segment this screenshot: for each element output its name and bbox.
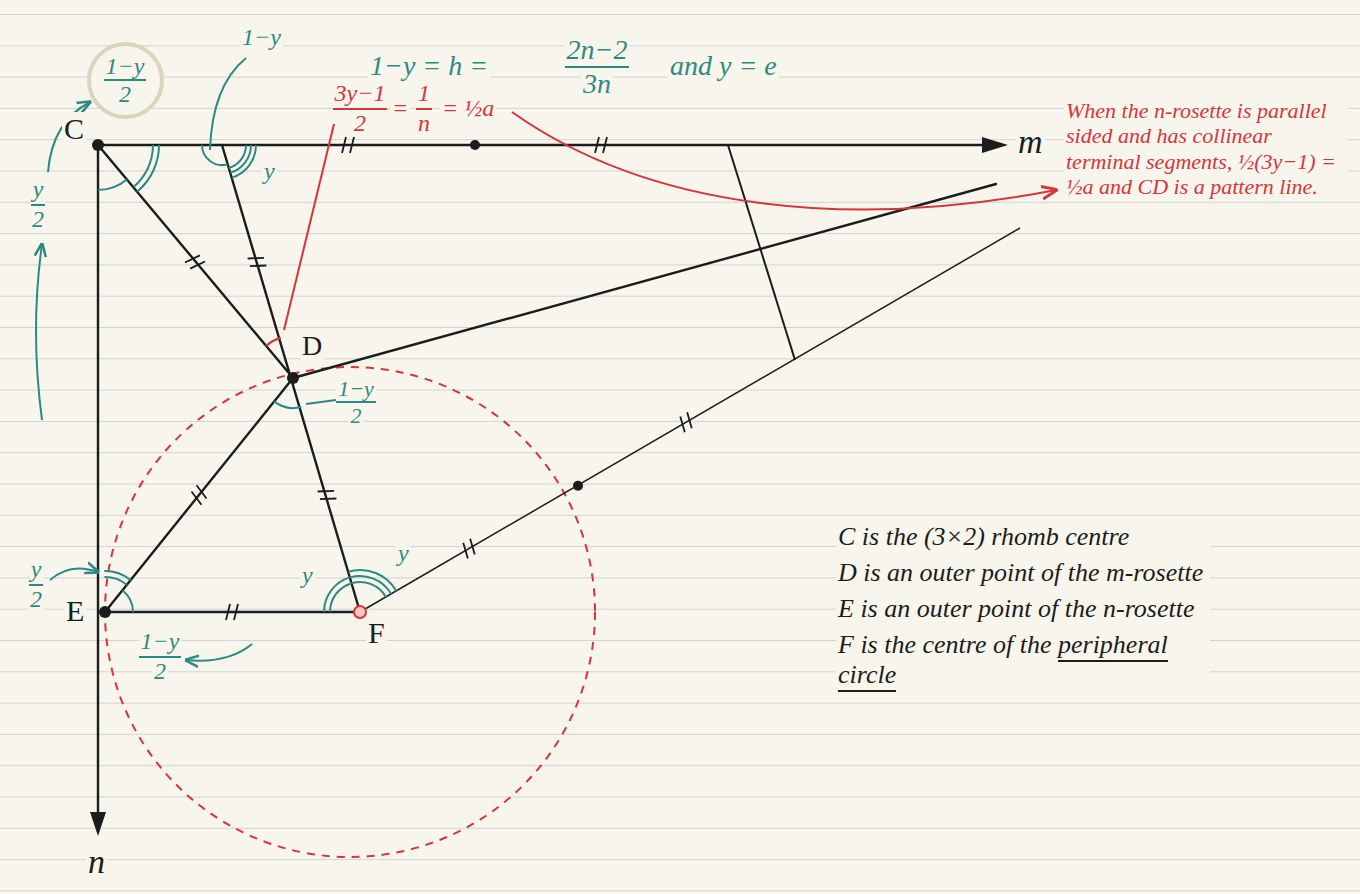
fraction-numerator: 1−y — [139, 628, 182, 658]
segment-cd — [98, 145, 293, 378]
angle-label: y — [396, 540, 411, 568]
fraction-numerator: 2n−2 — [565, 34, 630, 68]
tick-mark — [677, 412, 695, 432]
fraction-numerator: 3y−1 — [333, 80, 388, 110]
fraction-numerator: 1 — [416, 80, 432, 110]
angle-arc — [137, 145, 159, 192]
fraction-numerator: 1−y — [104, 53, 147, 81]
leader-arrow — [48, 102, 90, 172]
tick-mark — [318, 487, 337, 503]
axis-arrowhead — [90, 812, 106, 836]
angle-arc — [324, 577, 350, 612]
tick-mark — [595, 137, 607, 153]
angle-arc — [98, 180, 127, 191]
peripheral-circle — [105, 367, 595, 857]
leader-arrow — [512, 112, 1056, 209]
angle-arc — [104, 577, 127, 585]
midpoint-dot — [470, 140, 480, 150]
m-axis — [98, 144, 996, 146]
angle-arc — [123, 590, 134, 612]
axis-arrowhead — [982, 137, 1008, 153]
perpendicular-line — [728, 145, 795, 360]
note-text: C is the (3×2) rhomb centre — [836, 522, 1210, 552]
note-text: When the n-rosette is parallel sided and… — [1064, 98, 1348, 199]
leader-arrow — [36, 244, 42, 420]
point-dot — [92, 139, 104, 151]
note-text: D is an outer point of the m-rosette — [836, 558, 1210, 588]
fraction-numerator: y — [31, 176, 46, 206]
angle-arc — [352, 582, 386, 597]
fraction-denominator: n — [416, 110, 432, 138]
segment-ef — [105, 611, 360, 613]
equation-text: = — [390, 95, 410, 123]
angle-label: y — [300, 562, 315, 590]
tick-mark — [248, 254, 267, 270]
underline — [1058, 660, 1168, 662]
equation-text: = ½a — [440, 95, 496, 123]
axis-label: n — [86, 842, 107, 881]
axis-label: m — [1016, 122, 1045, 161]
circled-fraction: 1−y2 — [87, 42, 164, 119]
angle-arc — [202, 145, 228, 165]
point-dot — [354, 606, 366, 618]
point-dot — [287, 372, 299, 384]
leader-line — [284, 124, 334, 330]
fraction-denominator: 2 — [349, 403, 364, 428]
tick-mark — [185, 252, 205, 271]
tick-mark — [226, 604, 238, 620]
fraction-denominator: 3n — [581, 68, 613, 100]
n-axis — [97, 145, 99, 822]
fraction-denominator: 2 — [352, 110, 368, 138]
midpoint-dot — [573, 481, 583, 491]
point-label: C — [62, 112, 86, 147]
angle-label: 1−y — [240, 24, 283, 52]
note-text: E is an outer point of the n-rosette — [836, 594, 1210, 624]
equation-text: and y = e — [668, 50, 779, 82]
leader-line — [210, 58, 246, 150]
tick-mark — [460, 539, 478, 559]
tick-mark — [342, 137, 354, 153]
leader-line — [306, 400, 336, 404]
angle-arc — [104, 571, 130, 580]
point-dot — [99, 606, 111, 618]
fraction-denominator: 2 — [28, 586, 44, 614]
fraction-numerator: 1−y — [336, 376, 376, 403]
tick-mark — [189, 485, 209, 504]
ray-from-f — [360, 228, 1020, 612]
ray-from-d — [293, 184, 996, 378]
segment-de — [105, 378, 293, 612]
fraction-numerator: y — [29, 556, 44, 586]
fraction-denominator: 2 — [30, 206, 46, 234]
angle-arc — [230, 145, 251, 173]
angle-arc — [348, 570, 396, 591]
leader-arrow — [50, 568, 98, 580]
angle-arc — [232, 145, 256, 178]
point-label: F — [366, 616, 387, 651]
underline — [838, 690, 896, 692]
angle-arc — [266, 338, 281, 346]
angle-arc — [133, 145, 153, 187]
angle-arc — [274, 401, 301, 408]
angle-label: y — [262, 158, 277, 186]
equation-text: 1−y = h = — [368, 50, 490, 82]
leader-arrow — [186, 644, 252, 661]
point-label: E — [64, 594, 86, 629]
fraction-denominator: 2 — [152, 658, 168, 686]
point-label: D — [300, 330, 324, 362]
fraction-denominator: 2 — [117, 81, 133, 107]
